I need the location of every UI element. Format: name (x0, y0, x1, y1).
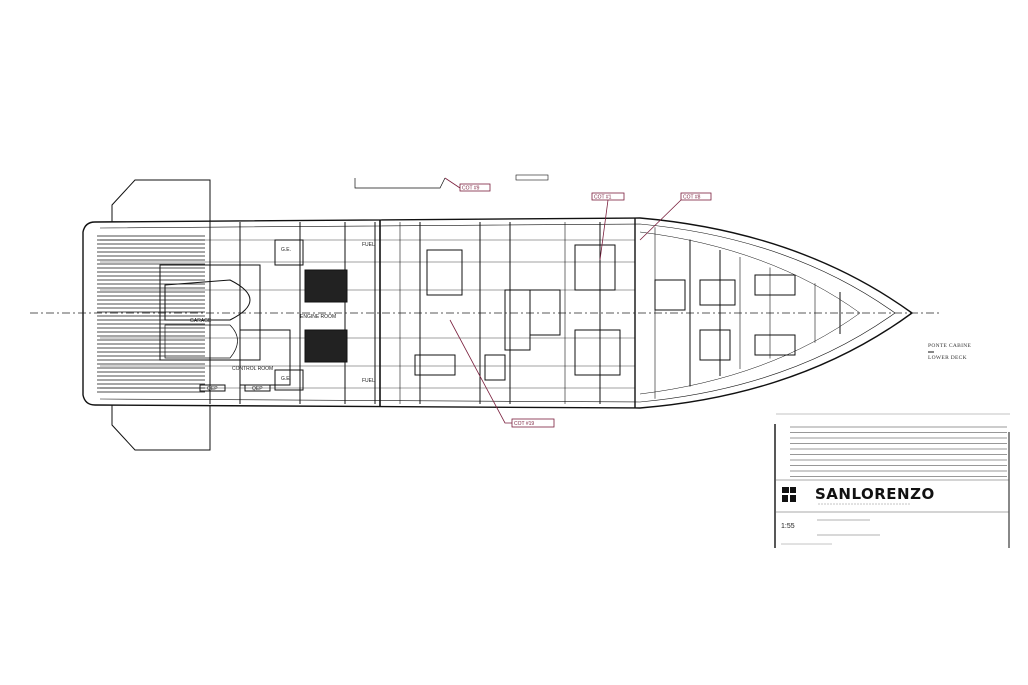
room-fuel-bottom: FUEL (362, 378, 375, 384)
brand-logo: SANLORENZO (815, 485, 935, 503)
title-block: SANLORENZO 1:55 (774, 413, 1010, 548)
sanlorenzo-logo-mark (782, 487, 796, 502)
room-garage: GARAGE (190, 318, 212, 324)
room-engine-room: ENGINE ROOM (300, 314, 336, 320)
callout-cot-9: COT #9 (462, 186, 480, 192)
room-qep-2: QEP (252, 386, 263, 392)
callout-cot-19: COT #19 (514, 421, 534, 427)
hull-inner-line-2 (639, 231, 861, 395)
deck-label-italian: PONTE CABINE (928, 343, 972, 349)
room-ge-bottom: G.E. (281, 376, 291, 382)
callout-cot-8: COT #8 (683, 195, 701, 201)
hull-outline (82, 217, 914, 409)
room-ge-top: G.E. (281, 247, 291, 253)
room-control-room: CONTROL ROOM (232, 366, 273, 372)
room-fuel-top: FUEL (362, 242, 375, 248)
wing-bottom (111, 405, 211, 451)
room-qep-1: QEP (207, 386, 218, 392)
engine-block (304, 269, 348, 303)
wing-top (111, 179, 211, 222)
deck-label-english: LOWER DECK (928, 355, 967, 361)
callout-cot-1: COT #1 (594, 195, 612, 201)
drawing-scale: 1:55 (781, 523, 795, 530)
engine-block (304, 329, 348, 363)
